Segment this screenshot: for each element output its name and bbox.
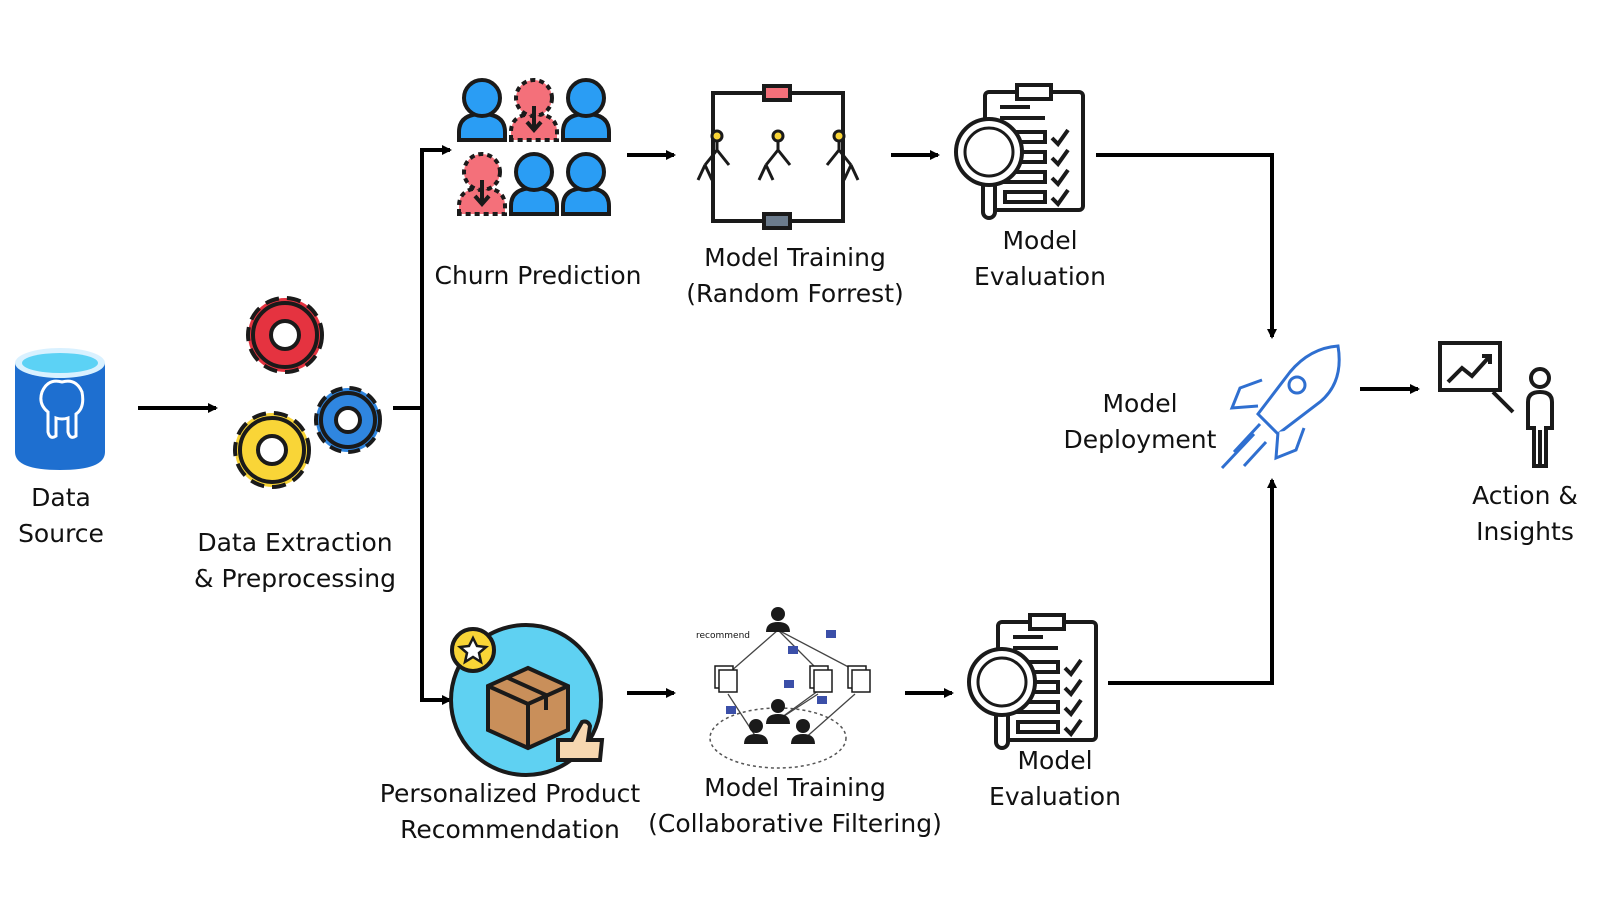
churn-prediction-label: Churn Prediction	[434, 261, 642, 290]
evaluation-clipboard-icon-bottom	[967, 613, 1098, 750]
arrow-eval-bottom-to-deploy	[1108, 478, 1277, 685]
data-source-label: Data Source	[0, 480, 122, 552]
deployment-line1: Model	[1102, 389, 1178, 418]
recommendation-label: Personalized Product Recommendation	[370, 776, 650, 848]
cf-training-line1: Model Training	[704, 773, 886, 802]
cf-training-label: Model Training (Collaborative Filtering)	[640, 770, 950, 842]
action-insights-label: Action & Insights	[1460, 478, 1590, 550]
branch-connector	[393, 145, 452, 410]
database-icon	[15, 348, 105, 470]
recommendation-line2: Recommendation	[400, 815, 620, 844]
collaborative-filtering-icon	[709, 607, 871, 769]
rf-training-label: Model Training (Random Forrest)	[670, 240, 920, 312]
eval-bottom-line2: Evaluation	[989, 782, 1121, 811]
presenter-chart-icon	[1438, 341, 1554, 468]
product-recommendation-icon	[449, 623, 605, 777]
gears-icon	[233, 296, 382, 489]
extraction-line1: Data Extraction	[197, 528, 393, 557]
eval-bottom-line1: Model	[1017, 746, 1093, 775]
rf-training-line1: Model Training	[704, 243, 886, 272]
arrow-eval-top-to-deploy	[1096, 153, 1277, 339]
branch-connector-bottom	[420, 408, 452, 705]
deployment-line2: Deployment	[1063, 425, 1217, 454]
action-line1: Action &	[1472, 481, 1578, 510]
people-churn-icon	[457, 78, 611, 216]
cf-recommend-tag: recommend	[696, 631, 750, 641]
rocket-icon	[1220, 344, 1341, 470]
action-line2: Insights	[1476, 517, 1574, 546]
rf-training-line2: (Random Forrest)	[686, 279, 904, 308]
recommendation-line1: Personalized Product	[379, 779, 641, 808]
extraction-line2: & Preprocessing	[194, 564, 396, 593]
random-forest-icon	[696, 84, 860, 230]
cf-training-line2: (Collaborative Filtering)	[648, 809, 942, 838]
evaluation-clipboard-icon	[954, 83, 1085, 220]
eval-bottom-label: Model Evaluation	[970, 743, 1140, 815]
data-source-line2: Source	[18, 519, 104, 548]
deployment-label: Model Deployment	[1050, 386, 1230, 458]
eval-top-line2: Evaluation	[974, 262, 1106, 291]
extraction-label: Data Extraction & Preprocessing	[185, 525, 405, 597]
eval-top-label: Model Evaluation	[955, 223, 1125, 295]
connectors	[138, 145, 1420, 705]
eval-top-line1: Model	[1002, 226, 1078, 255]
data-source-line1: Data	[31, 483, 91, 512]
